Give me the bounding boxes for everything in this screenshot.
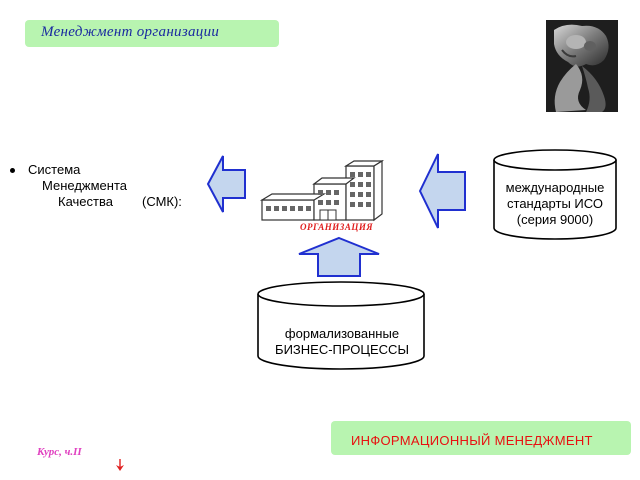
down-arrow-icon[interactable] — [115, 459, 125, 471]
page-title: Менеджмент организации — [41, 24, 220, 40]
left-arrow-to-smk — [206, 155, 246, 213]
process-line-2: БИЗНЕС-ПРОЦЕССЫ — [275, 342, 409, 357]
iso-line-3: (серия 9000) — [516, 212, 594, 227]
footer-banner: ИНФОРМАЦИОННЫЙ МЕНЕДЖМЕНТ — [331, 421, 631, 455]
iso-line-2: стандарты ИСО — [507, 196, 603, 211]
sculpture-photo — [546, 20, 618, 112]
up-arrow-from-processes — [298, 236, 380, 277]
smk-line-management: Менеджмента — [42, 178, 127, 193]
business-processes-cylinder — [257, 281, 425, 370]
left-arrow-from-iso — [418, 153, 466, 229]
course-link[interactable]: Курс, ч.II — [37, 446, 82, 458]
footer-title: ИНФОРМАЦИОННЫЙ МЕНЕДЖМЕНТ — [351, 433, 593, 448]
smk-line-quality: Качества — [58, 194, 113, 209]
iso-line-1: международные — [505, 180, 605, 195]
header-banner: Менеджмент организации — [25, 20, 279, 47]
bullet-icon — [10, 168, 15, 173]
organization-label: ОРГАНИЗАЦИЯ — [300, 222, 374, 232]
office-building-icon — [260, 160, 385, 222]
process-line-1: формализованные — [284, 326, 400, 341]
iso-standards-cylinder — [493, 149, 617, 240]
smk-line-system: Система — [28, 162, 81, 177]
smk-abbreviation: (СМК): — [142, 194, 182, 209]
